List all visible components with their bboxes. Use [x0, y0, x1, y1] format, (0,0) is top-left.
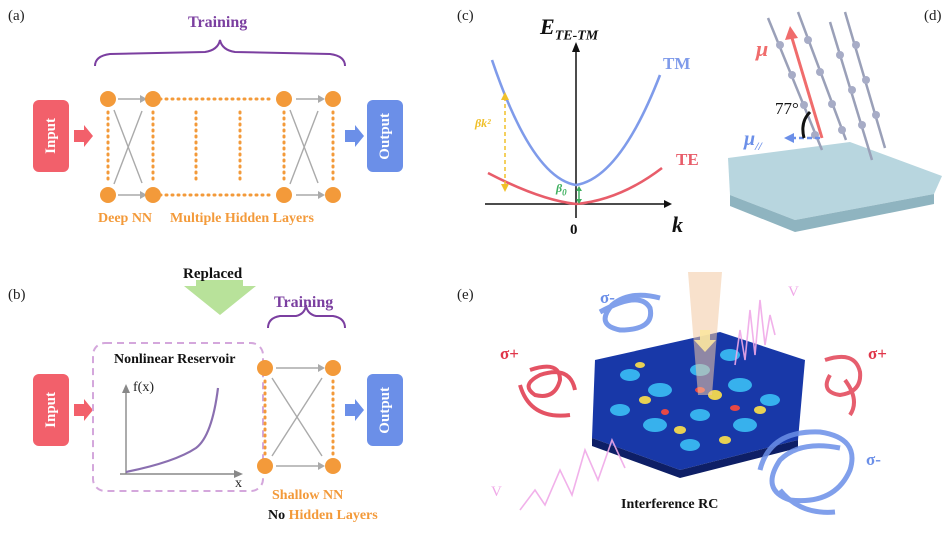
- panel-c-axes: [485, 50, 664, 218]
- sigma-minus-right-label: σ-: [866, 450, 881, 469]
- beta0-label: β0: [556, 181, 567, 197]
- reservoir-curve: [125, 387, 220, 474]
- panel-b-caption-shallow-nn: Shallow NN: [272, 488, 344, 503]
- beta0-symbol: β: [556, 181, 563, 195]
- mu-label: μ: [756, 36, 769, 61]
- interference-plate: [592, 332, 805, 470]
- panel-b-input-box: Input: [33, 374, 69, 446]
- te-curve: [487, 166, 663, 206]
- panel-a-training-brace: [94, 39, 346, 67]
- panel-b-output-box: Output: [367, 374, 403, 446]
- panel-a-output-box: Output: [367, 100, 403, 172]
- panel-b-caption-no-hidden: No Hidden Layers: [268, 508, 378, 524]
- panel-a-input-arrow: [74, 125, 93, 147]
- sigma-minus-right-helix: [757, 429, 855, 515]
- panel-b-input-text: Input: [42, 392, 59, 428]
- panel-a-caption-hidden-layers: Multiple Hidden Layers: [170, 211, 314, 226]
- panel-d-label: (d): [924, 8, 942, 24]
- tm-curve: [490, 59, 662, 187]
- sigma-plus-right-label: σ+: [868, 344, 887, 363]
- te-label: TE: [676, 150, 699, 169]
- v-left-label: V: [491, 484, 502, 500]
- panel-a-caption-deep-nn: Deep NN: [98, 211, 153, 226]
- panel-a-output-arrow: [345, 125, 364, 147]
- mu-par-label: μ//: [744, 128, 762, 154]
- caption-no: No: [268, 508, 286, 523]
- v-top-label: V: [788, 284, 799, 300]
- reservoir-fx-label: f(x): [133, 380, 154, 395]
- panel-a-training-label: Training: [188, 14, 248, 31]
- mu-par-symbol: μ: [744, 128, 756, 150]
- reservoir-title: Nonlinear Reservoir: [114, 352, 236, 367]
- y-axis-e: E: [540, 14, 555, 39]
- sigma-minus-top-label: σ-: [600, 288, 615, 307]
- tm-label: TM: [663, 54, 691, 73]
- reservoir-axes: [120, 392, 236, 475]
- panel-a-connections: [113, 98, 319, 196]
- reservoir-x-label: x: [235, 476, 242, 491]
- panel-a-label: (a): [8, 8, 25, 24]
- angle-label: 77°: [775, 99, 799, 118]
- panel-b-training-brace: [267, 304, 346, 329]
- caption-hidden-layers: Hidden Layers: [288, 508, 378, 523]
- panel-b-output-arrow: [345, 399, 364, 421]
- panel-b-output-text: Output: [376, 386, 393, 434]
- panel-b-label: (b): [8, 287, 26, 303]
- substrate-top: [728, 142, 942, 220]
- panel-a-input-box: Input: [33, 100, 69, 172]
- sigma-minus-top-helix: [598, 292, 661, 333]
- y-axis-subscript: TE-TM: [554, 28, 599, 44]
- panel-a-dotted-lines: [106, 97, 335, 197]
- panel-a-nodes: [100, 91, 341, 203]
- panel-c-y-axis-label: ETE-TM: [540, 14, 598, 44]
- panel-b-training-label: Training: [274, 294, 334, 311]
- v-wave-left: [519, 437, 626, 511]
- mu-par-subscript: //: [755, 139, 762, 153]
- sigma-plus-left-helix: [518, 364, 577, 418]
- replaced-label: Replaced: [183, 266, 243, 282]
- sigma-plus-right-helix: [824, 355, 863, 417]
- replaced-arrow: [184, 280, 256, 315]
- interference-rc-caption: Interference RC: [621, 497, 719, 512]
- reservoir-box: [92, 342, 264, 492]
- panel-c-x-axis-label: k: [672, 212, 683, 237]
- beta0-subscript: 0: [562, 187, 567, 198]
- origin-label: 0: [570, 222, 578, 238]
- substrate-side: [730, 194, 934, 232]
- angle-arc: [801, 110, 812, 139]
- sigma-plus-left-label: σ+: [500, 344, 519, 363]
- panel-b-connections: [271, 367, 323, 467]
- panel-c-label: (c): [457, 8, 474, 24]
- v-wave-top: [734, 299, 776, 366]
- panel-e-label: (e): [457, 287, 474, 303]
- beta-k2-label: βk²: [475, 116, 491, 130]
- panel-b-input-arrow: [74, 399, 93, 421]
- mu-arrow: [790, 37, 824, 139]
- panel-b-nodes: [257, 360, 341, 474]
